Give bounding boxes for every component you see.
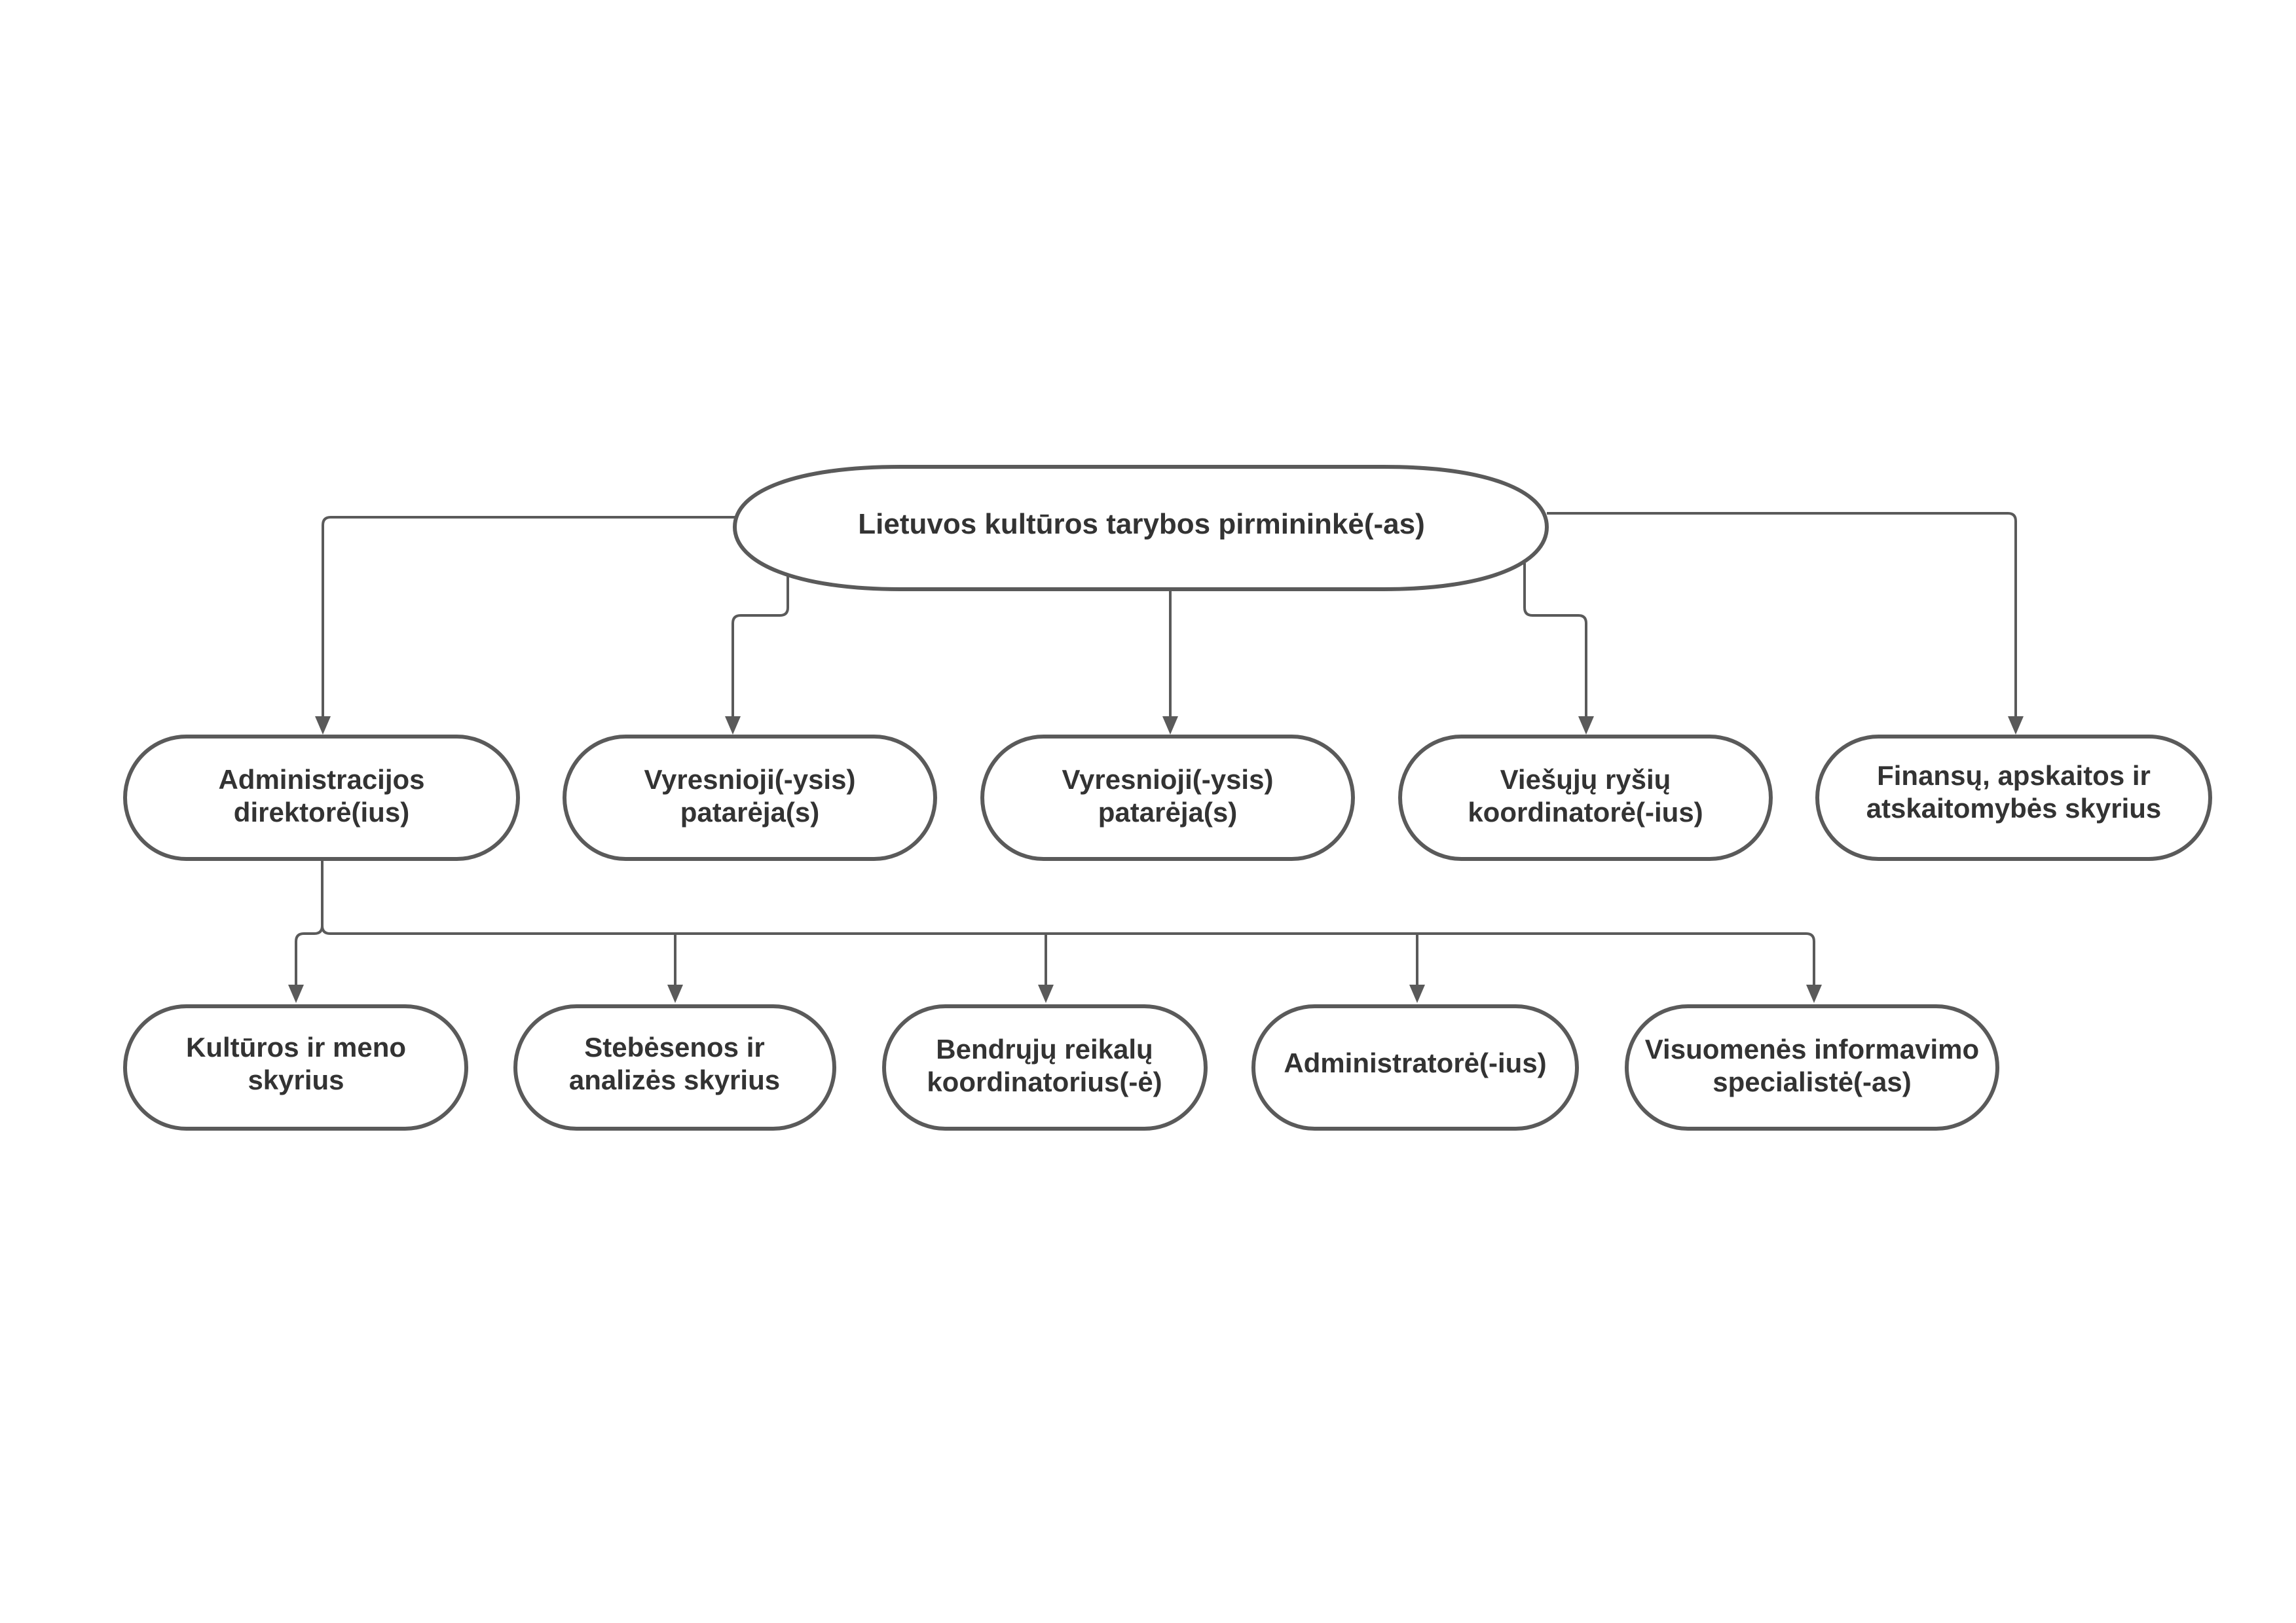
node-culture-dept: Kultūros ir meno skyrius <box>123 1004 468 1131</box>
node-admin-director-line2: direktorė(ius) <box>234 797 409 828</box>
node-culture-dept-shape <box>123 1004 468 1131</box>
node-pr-coordinator-shape <box>1398 735 1773 861</box>
node-admin-director-shape <box>123 735 520 861</box>
node-public-info-specialist-line2: specialistė(-as) <box>1713 1067 1911 1097</box>
arrowhead <box>288 985 304 1003</box>
arrowhead <box>2008 716 2024 735</box>
node-culture-dept-line2: skyrius <box>248 1065 344 1095</box>
node-administrator-shape <box>1251 1004 1579 1131</box>
node-finance-dept-line1: Finansų, apskaitos ir <box>1877 760 2151 791</box>
node-culture-dept-line1: Kultūros ir meno <box>186 1032 406 1063</box>
edge-admin-trunk <box>321 859 1815 989</box>
node-admin-director-line1: Administracijos <box>218 764 424 795</box>
edge-root-to-finance <box>1547 512 2017 720</box>
node-root: Lietuvos kultūros tarybos pirmininkė(-as… <box>732 465 1549 591</box>
node-public-info-specialist-line1: Visuomenės informavimo <box>1645 1034 1979 1065</box>
arrowhead <box>725 716 741 735</box>
edge-admin-to-culture-dept <box>295 925 324 989</box>
node-general-affairs-line1: Bendrųjų reikalų <box>936 1034 1153 1065</box>
node-senior-advisor-1-line1: Vyresnioji(-ysis) <box>644 764 856 795</box>
node-monitoring-dept-line2: analizės skyrius <box>569 1065 780 1095</box>
root-shape <box>732 465 1549 591</box>
arrowhead <box>1409 985 1425 1003</box>
node-pr-coordinator-line1: Viešųjų ryšių <box>1500 764 1671 795</box>
arrowhead <box>1162 716 1178 735</box>
edge-root-to-admin-director <box>322 516 737 720</box>
node-general-affairs-line2: koordinatorius(-ė) <box>927 1067 1162 1097</box>
node-administrator-line1: Administratorė(-ius) <box>1284 1048 1546 1078</box>
node-pr-coordinator-line2: koordinatorė(-ius) <box>1468 797 1703 828</box>
arrowhead <box>1578 716 1594 735</box>
arrowhead <box>1038 985 1054 1003</box>
node-finance-dept-line2: atskaitomybės skyrius <box>1866 793 2162 824</box>
root-edges <box>315 512 2024 735</box>
node-monitoring-dept: Stebėsenos ir analizės skyrius <box>513 1004 836 1131</box>
node-senior-advisor-2-shape <box>980 735 1355 861</box>
node-admin-director: Administracijos direktorė(ius) <box>123 735 520 861</box>
edge-root-to-pr-coordinator <box>1523 563 1587 720</box>
arrowhead <box>315 716 331 735</box>
node-senior-advisor-1-shape <box>563 735 937 861</box>
node-general-affairs: Bendrųjų reikalų koordinatorius(-ė) <box>882 1004 1208 1131</box>
node-monitoring-dept-shape <box>513 1004 836 1131</box>
arrowhead <box>667 985 683 1003</box>
node-finance-dept: Finansų, apskaitos ir atskaitomybės skyr… <box>1815 735 2212 861</box>
node-senior-advisor-1: Vyresnioji(-ysis) patarėja(s) <box>563 735 937 861</box>
node-pr-coordinator: Viešųjų ryšių koordinatorė(-ius) <box>1398 735 1773 861</box>
node-root-label: Lietuvos kultūros tarybos pirmininkė(-as… <box>858 508 1425 540</box>
node-public-info-specialist-shape <box>1625 1004 1999 1131</box>
node-senior-advisor-1-line2: patarėja(s) <box>680 797 819 828</box>
node-monitoring-dept-line1: Stebėsenos ir <box>584 1032 764 1063</box>
node-senior-advisor-2: Vyresnioji(-ysis) patarėja(s) <box>980 735 1355 861</box>
edge-root-to-senior-advisor-1 <box>731 576 789 720</box>
node-public-info-specialist: Visuomenės informavimo specialistė(-as) <box>1625 1004 1999 1131</box>
node-general-affairs-shape <box>882 1004 1208 1131</box>
node-senior-advisor-2-line2: patarėja(s) <box>1098 797 1237 828</box>
node-finance-dept-shape <box>1815 735 2212 861</box>
node-senior-advisor-2-line1: Vyresnioji(-ysis) <box>1062 764 1274 795</box>
node-administrator: Administratorė(-ius) <box>1251 1004 1579 1131</box>
arrowhead <box>1806 985 1822 1003</box>
admin-edges <box>288 859 1822 1003</box>
